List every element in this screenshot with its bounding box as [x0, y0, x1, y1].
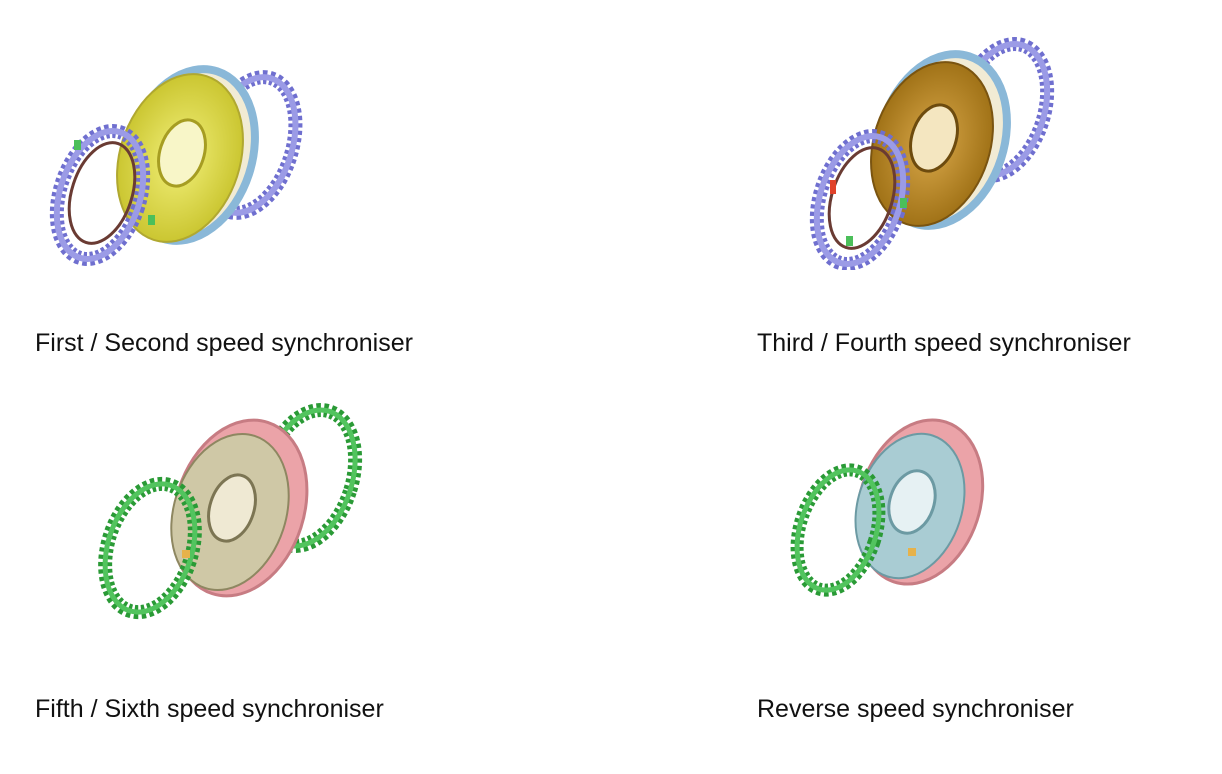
- synchroniser-4-svg: [790, 418, 985, 597]
- synchroniser-2-svg: [809, 37, 1055, 270]
- synchroniser-1-svg: [49, 65, 303, 266]
- caption-reverse: Reverse speed synchroniser: [757, 695, 1074, 723]
- caption-third-fourth: Third / Fourth speed synchroniser: [757, 329, 1131, 357]
- fifth-sixth-synchroniser-illustration: [90, 400, 380, 630]
- reverse-synchroniser-illustration: [790, 410, 1020, 620]
- third-fourth-synchroniser-illustration: [780, 30, 1070, 270]
- first-second-synchroniser-illustration: [30, 35, 320, 275]
- caption-fifth-sixth: Fifth / Sixth speed synchroniser: [35, 695, 384, 723]
- synchroniser-3-svg: [98, 403, 363, 620]
- caption-first-second: First / Second speed synchroniser: [35, 329, 413, 357]
